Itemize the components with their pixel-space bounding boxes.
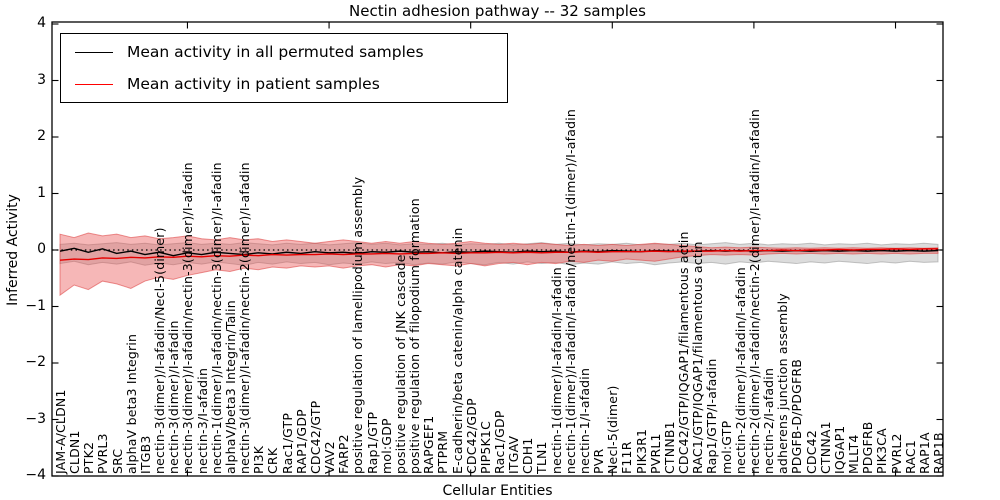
x-category-label: alphaV beta3 Integrin: [123, 333, 139, 474]
x-category-label: nectin-3(dimer)/I-afadin/nectin-3(dimer)…: [180, 162, 196, 474]
x-category-label: PIP5K1C: [477, 421, 493, 474]
x-category-label: CDC42/GDP: [463, 398, 479, 474]
x-category-label: CTNNB1: [661, 421, 677, 474]
x-category-label: CDC42: [803, 430, 819, 474]
x-category-label: nectin-1(dimer)/I-afadin/I-afadin: [548, 267, 564, 474]
legend-label-patient: Mean activity in patient samples: [127, 75, 380, 93]
x-category-label: TLN1: [534, 441, 550, 474]
band-permuted: [59, 242, 939, 266]
x-category-label: nectin-1(dimer)/I-afadin/nectin-3(dimer)…: [208, 162, 224, 474]
x-category-label: JAM-A/CLDN1: [53, 389, 68, 474]
x-category-label: Rap1/GTP/I-afadin: [704, 358, 720, 474]
x-category-label: PVRL2: [888, 433, 904, 474]
x-category-label: RAC1/GTP/IQGAP1/filamentous actin: [690, 241, 706, 474]
x-category-label: CDH1: [520, 437, 536, 474]
legend-label-permuted: Mean activity in all permuted samples: [127, 43, 424, 61]
chart-title: Nectin adhesion pathway -- 32 samples: [349, 2, 646, 20]
y-tick-label: −1: [25, 297, 46, 314]
x-category-label: CDC42/GTP: [307, 400, 323, 474]
x-category-label: F11R: [619, 441, 635, 474]
x-category-label: positive regulation of filopodium format…: [407, 198, 423, 474]
band-patient: [59, 232, 939, 297]
x-category-label: RAP1/GDP: [293, 409, 309, 474]
x-category-label: RAP1B: [931, 432, 946, 474]
y-tick-label: −2: [25, 354, 46, 370]
x-category-label: PI3K: [251, 445, 267, 474]
x-category-label: alphaV/beta3 Integrin/Talin: [222, 300, 238, 474]
x-category-label: CTNNA1: [817, 421, 833, 474]
x-category-label: nectin-2(dimer)/I-afadin/I-afadin: [732, 267, 748, 474]
x-category-label: E-cadherin/beta catenin/alpha catenin: [449, 227, 465, 474]
x-category-label: CDC42/GTP/IQGAP1/filamentous actin: [676, 231, 692, 474]
x-category-label: CRK: [265, 447, 281, 474]
x-category-label: positive regulation of JNK cascade: [392, 254, 408, 474]
mean-line-patient: [59, 248, 938, 261]
y-tick-label: −3: [25, 410, 46, 427]
x-category-label: positive regulation of lamellipodium ass…: [350, 176, 366, 474]
x-category-label: PDGFRB: [860, 421, 876, 474]
x-category-label: nectin-3(dimer)/I-afadin: [166, 320, 182, 474]
legend-entry-permuted: Mean activity in all permuted samples: [61, 43, 507, 61]
x-category-label: RAP1A: [916, 432, 932, 474]
x-category-label: PIK3CA: [874, 428, 890, 474]
y-tick-label: 1: [37, 184, 46, 201]
x-category-label: nectin-3(dimer)/I-afadin/nectin-2(dimer)…: [237, 162, 253, 474]
x-category-label: adherens junction assembly: [775, 293, 791, 474]
x-category-label: mol:GTP: [718, 420, 734, 474]
x-category-label: PVRL3: [95, 433, 111, 474]
x-category-label: PTPRM: [435, 430, 451, 474]
x-category-label: MLLT4: [846, 434, 862, 474]
axes-frame: [51, 21, 944, 477]
x-category-label: IQGAP1: [831, 425, 847, 474]
x-category-label: Rap1/GTP: [364, 411, 380, 474]
patient-line-swatch: [75, 83, 113, 85]
legend-entry-patient: Mean activity in patient samples: [61, 75, 507, 93]
x-category-label: nectin-2/I-afadin: [761, 367, 777, 474]
y-tick-label: 4: [37, 15, 46, 31]
x-category-label: nectin-1/I-afadin: [576, 367, 592, 474]
x-category-label: PVR: [591, 448, 607, 474]
legend: Mean activity in all permuted samples Me…: [60, 33, 508, 103]
x-category-label: Rac1/GDP: [492, 410, 507, 474]
x-category-label: mol:GDP: [378, 418, 394, 474]
x-category-label: nectin-3(dimer)/I-afadin/Necl-5(dimer): [152, 227, 168, 474]
x-category-label: FARP2: [336, 434, 352, 474]
x-category-label: nectin-3/I-afadin: [194, 367, 210, 474]
x-category-label: ITGAV: [506, 435, 522, 474]
x-category-label: PTK2: [81, 441, 97, 474]
y-tick-label: −4: [25, 467, 46, 483]
x-category-label: SRC: [109, 448, 125, 474]
x-category-label: ITGB3: [137, 435, 153, 474]
x-category-label: CLDN1: [67, 430, 83, 474]
y-tick-label: 0: [37, 241, 46, 257]
x-category-label: RAC1: [902, 440, 918, 474]
x-category-label: nectin-1(dimer)/I-afadin/I-afadin/nectin…: [562, 108, 578, 474]
x-category-label: PVRL1: [647, 433, 663, 474]
y-tick-label: 2: [37, 128, 46, 144]
y-tick-label: 3: [37, 71, 46, 88]
x-category-label: VAV2: [322, 441, 338, 474]
x-category-label: PIK3R1: [633, 428, 649, 474]
x-category-label: nectin-2(dimer)/I-afadin/nectin-2(dimer)…: [746, 108, 762, 474]
permuted-line-swatch: [75, 51, 113, 53]
x-category-label: Rac1/GTP: [279, 412, 295, 474]
x-axis-label: Cellular Entities: [442, 483, 553, 499]
x-category-label: PDGFB-D/PDGFRB: [789, 358, 805, 474]
x-category-label: Necl-5(dimer): [605, 385, 621, 474]
x-category-label: RAPGEF1: [421, 415, 437, 474]
